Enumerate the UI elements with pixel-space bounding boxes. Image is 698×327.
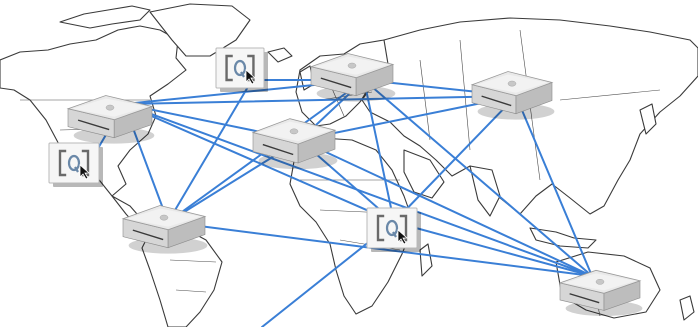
iceland-outline bbox=[267, 47, 293, 63]
quicktime-client-icon bbox=[48, 142, 103, 187]
link-server-russia-to-server-australia bbox=[515, 95, 593, 277]
greenland-outline bbox=[149, 3, 251, 57]
link-server-north-america-to-client-africa bbox=[123, 103, 395, 223]
link-server-south-america-to-server-australia bbox=[167, 221, 593, 277]
link-server-north-america-to-server-russia bbox=[123, 95, 517, 105]
mac-mini-server-icon bbox=[309, 53, 396, 102]
arctic-islands-outline bbox=[59, 5, 151, 29]
asia-outline bbox=[361, 17, 698, 215]
quicktime-client-icon bbox=[366, 207, 421, 252]
link-server-europe-to-client-africa bbox=[363, 79, 395, 223]
link-server-europe-to-server-australia bbox=[363, 79, 593, 277]
new-zealand-outline bbox=[679, 295, 695, 321]
mac-mini-server-icon bbox=[66, 95, 155, 144]
quicktime-client-icon bbox=[215, 47, 268, 92]
arabia-outline bbox=[403, 149, 445, 199]
link-server-atlantic-to-server-australia bbox=[299, 139, 593, 277]
mac-mini-server-icon bbox=[558, 269, 643, 317]
madagascar-outline bbox=[419, 243, 433, 277]
link-client-greenland-to-server-south-america bbox=[167, 79, 253, 223]
link-server-russia-to-client-africa bbox=[393, 95, 517, 223]
mac-mini-server-icon bbox=[251, 118, 338, 170]
indonesia-outline bbox=[529, 227, 597, 249]
south-america-outline bbox=[141, 225, 223, 327]
mac-mini-server-icon bbox=[470, 71, 555, 120]
mac-mini-server-icon bbox=[121, 205, 208, 254]
network-nodes bbox=[48, 47, 643, 317]
link-client-africa-to-server-australia bbox=[393, 221, 593, 277]
africa-outline bbox=[289, 137, 415, 315]
japan-outline bbox=[639, 103, 657, 135]
